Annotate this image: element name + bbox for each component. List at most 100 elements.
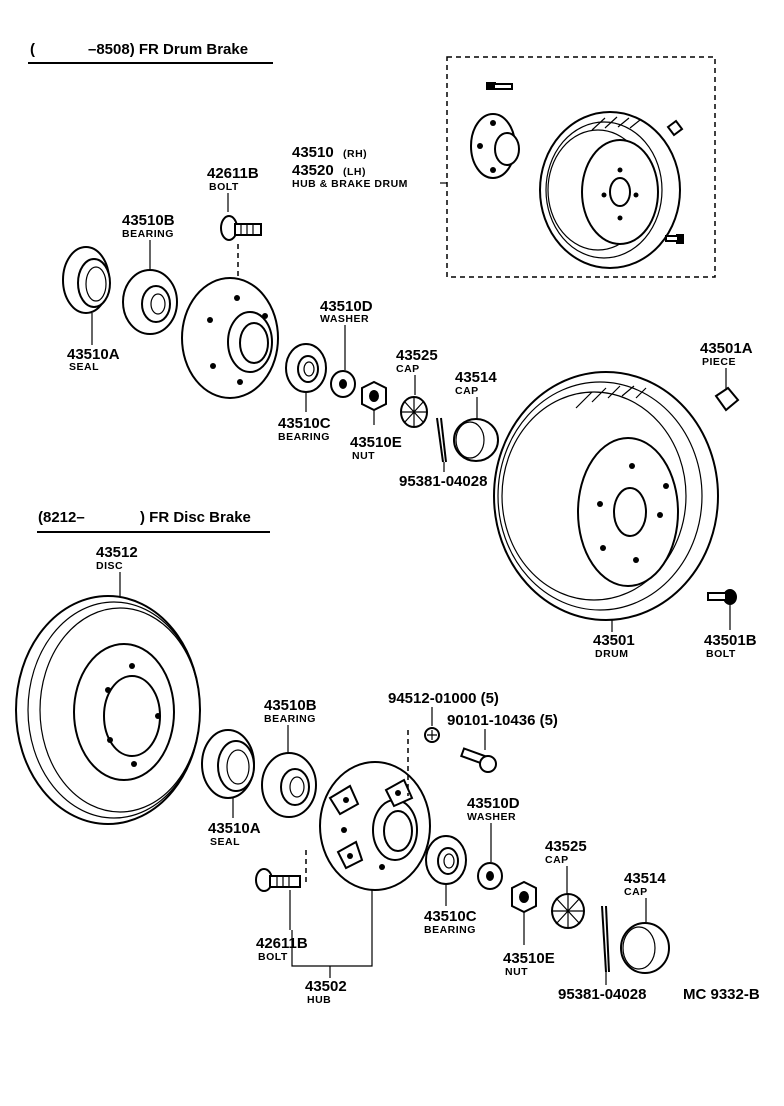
inset-drum-icon: [539, 111, 681, 269]
bearing-inner-caption: BEARING: [278, 431, 330, 443]
label-disc-washer-43510d: 43510D WASHER: [467, 795, 520, 862]
label-washer-94512: 94512-01000 (5): [388, 690, 499, 726]
drum-brake-section: ( –8508) FR Drum Brake: [28, 41, 757, 660]
disc-seal-caption: SEAL: [210, 836, 240, 848]
disc-inner-bearing-icon: [425, 835, 467, 885]
piece-caption: PIECE: [702, 356, 736, 368]
drum-part-number: 43501: [593, 632, 635, 649]
grease-cap-icon: [453, 418, 499, 462]
disc-bearing-inner-part-number: 43510C: [424, 908, 477, 925]
disc-pin-part-number: 95381-04028: [558, 986, 646, 1003]
small-washer-part-number: 94512-01000 (5): [388, 690, 499, 707]
label-bearing-43510b: 43510B BEARING: [122, 212, 175, 270]
bearing-inner-part-number: 43510C: [278, 415, 331, 432]
disc-grease-cap-icon: [620, 922, 670, 974]
brake-drum-icon: [493, 371, 719, 621]
disc-hub-bolt-icon: [255, 868, 301, 892]
disc-seal-icon: [201, 729, 255, 799]
small-bolt-part-number: 90101-10436 (5): [447, 712, 558, 729]
outer-bearing-icon: [122, 269, 178, 335]
hub-drum-part-number-lh: 43520: [292, 162, 334, 179]
washer-part-number: 43510D: [320, 298, 373, 315]
drum-section-title: –8508) FR Drum Brake: [88, 41, 248, 58]
inset-drum-bolt-icon: [665, 234, 684, 244]
disc-bearing-outer-part-number: 43510B: [264, 697, 317, 714]
label-disc-43512: 43512 DISC: [96, 544, 138, 598]
bearing-outer-caption: BEARING: [122, 228, 174, 240]
disc-section-title-open: (8212–: [38, 509, 85, 526]
washer-icon: [330, 370, 356, 398]
lock-cap-icon: [400, 396, 428, 428]
hub-leader-bracket: [291, 890, 373, 967]
piece-icon: [714, 386, 740, 412]
label-hub-brake-drum: 43510 (RH) 43520 (LH) HUB & BRAKE DRUM: [292, 144, 408, 190]
label-nut-43510e: 43510E NUT: [350, 410, 402, 462]
diagram-code: MC 9332-B: [683, 986, 760, 1003]
drum-bolt-caption: BOLT: [706, 648, 736, 660]
cotter-pin-icon: [436, 417, 447, 463]
inner-bearing-icon: [285, 343, 327, 393]
disc-washer-caption: WASHER: [467, 811, 516, 823]
nut-icon: [361, 380, 387, 412]
label-piece-43501a: 43501A PIECE: [700, 340, 753, 390]
label-bolt-90101: 90101-10436 (5): [447, 712, 558, 750]
disc-section-title: ) FR Disc Brake: [140, 509, 251, 526]
drum-caption: DRUM: [595, 648, 629, 660]
hub-part-number: 43502: [305, 978, 347, 995]
seal-caption: SEAL: [69, 361, 99, 373]
label-bearing-43510c: 43510C BEARING: [278, 392, 331, 443]
label-disc-seal-43510a: 43510A SEAL: [208, 798, 261, 848]
hub-drum-assembly-inset: [440, 56, 716, 278]
disc-washer-part-number: 43510D: [467, 795, 520, 812]
disc-grease-cap-caption: CAP: [624, 886, 648, 898]
disc-grease-cap-part-number: 43514: [624, 870, 666, 887]
hub-drum-rh-suffix: (RH): [343, 148, 367, 160]
lock-cap-caption: CAP: [396, 363, 420, 375]
disc-part-number: 43512: [96, 544, 138, 561]
drum-hub-icon: [181, 277, 279, 399]
label-disc-cap-43525: 43525 CAP: [545, 838, 587, 894]
disc-bolt-caption: BOLT: [258, 951, 288, 963]
seal-part-number: 43510A: [67, 346, 120, 363]
disc-lock-cap-part-number: 43525: [545, 838, 587, 855]
hub-drum-part-number-rh: 43510: [292, 144, 334, 161]
grease-cap-caption: CAP: [455, 385, 479, 397]
inset-hub-icon: [470, 113, 520, 179]
nut-caption: NUT: [352, 450, 375, 462]
hub-caption: HUB: [307, 994, 331, 1006]
disc-washer-icon: [477, 862, 503, 890]
piece-part-number: 43501A: [700, 340, 753, 357]
disc-nut-caption: NUT: [505, 966, 528, 978]
label-pin-95381: 95381-04028: [399, 462, 487, 490]
label-disc-cap-43514: 43514 CAP: [624, 870, 666, 922]
inset-dashed-frame: [446, 56, 716, 278]
disc-bearing-outer-caption: BEARING: [264, 713, 316, 725]
nut-part-number: 43510E: [350, 434, 402, 451]
disc-caption: DISC: [96, 560, 123, 572]
hub-drum-caption: HUB & BRAKE DRUM: [292, 178, 408, 190]
label-cap-43525: 43525 CAP: [396, 347, 438, 395]
label-hub-43502: 43502 HUB: [291, 890, 373, 1006]
label-bolt-42611b: 42611B BOLT: [207, 165, 259, 212]
disc-outer-bearing-icon: [261, 752, 317, 818]
disc-nut-part-number: 43510E: [503, 950, 555, 967]
washer-caption: WASHER: [320, 313, 369, 325]
disc-bearing-inner-caption: BEARING: [424, 924, 476, 936]
disc-brake-section: (8212– ) FR Disc Brake 43512 DISC 43510B…: [15, 509, 760, 1006]
disc-nut-icon: [511, 880, 537, 914]
lock-cap-part-number: 43525: [396, 347, 438, 364]
small-washer-icon: [424, 727, 440, 743]
hub-bolt-icon: [220, 215, 262, 241]
disc-bolt-part-number: 42611B: [256, 935, 308, 952]
disc-cotter-pin-icon: [601, 905, 610, 973]
label-washer-43510d: 43510D WASHER: [320, 298, 373, 370]
inset-piece-icon: [666, 119, 684, 137]
label-disc-bolt-42611b: 42611B BOLT: [256, 890, 308, 963]
drum-bolt-part-number: 43501B: [704, 632, 757, 649]
drum-bolt-icon: [707, 589, 737, 605]
label-disc-bearing-43510b: 43510B BEARING: [264, 697, 317, 754]
brake-disc-icon: [15, 595, 201, 825]
drum-section-title-open: (: [30, 41, 35, 58]
grease-cap-part-number: 43514: [455, 369, 497, 386]
